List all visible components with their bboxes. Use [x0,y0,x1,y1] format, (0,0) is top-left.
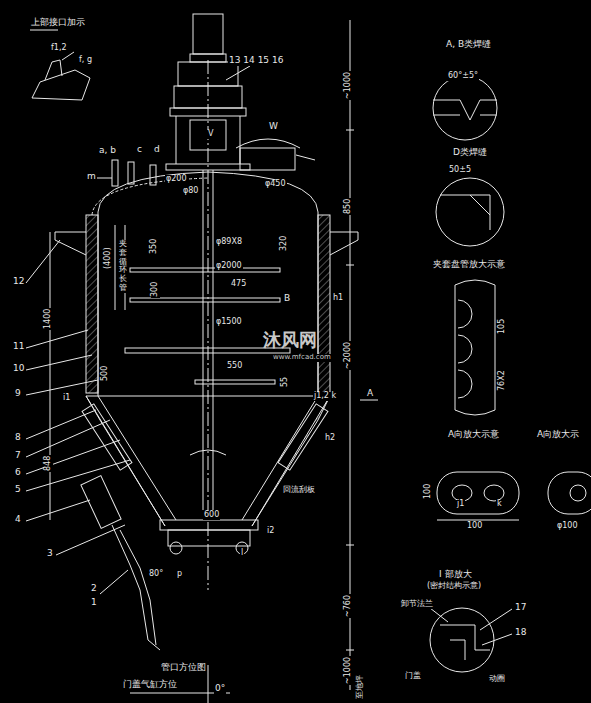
nozzle-tag: h1 [332,294,344,303]
callout-number: 2 [90,584,98,594]
nozzle-tag: d [153,145,161,155]
dimension: φ80 [182,187,199,196]
callout-number: 11 [12,342,25,352]
dimension: φ200 [165,175,188,184]
nozzle-tag: a, b [98,146,117,156]
watermark: www.mfcad.com [272,354,332,362]
callout-number: 17 [514,603,527,613]
note: 管口方位图 [160,663,207,673]
nozzle-tag: l [240,549,244,558]
detail-title: A向放大示意 [447,430,500,440]
dimension: 320 [280,235,289,252]
callout-number: 6 [14,468,22,478]
dimension: 76X2 [498,369,507,392]
nozzle-tag: f, g [78,56,93,65]
dimension: φ89X8 [215,238,243,247]
dimension: 100 [466,522,483,531]
dimension: 848 [44,455,53,472]
dimension: ~1000 [344,656,353,685]
watermark: 沐风网 [262,330,318,350]
callout-number: 1 [90,598,98,608]
nozzle-tag: k [496,500,503,509]
dimension: φ2000 [215,262,243,271]
dimension: 500 [101,365,110,382]
nozzle-tag: j1 [456,500,465,509]
note: (密封结构示意) [426,582,482,591]
callout-number: 12 [12,277,25,287]
callout-number: 13 14 15 16 [228,56,284,66]
note: 门盖气缸方位 [122,680,178,690]
part-name: 卸节法兰 [400,600,434,609]
dimension: 80° [148,570,164,579]
dimension: 100 [424,483,433,500]
detail-title: 夹套盘管放大示意 [432,260,506,270]
dimension: φ450 [264,180,287,189]
dimension: 50±5 [448,166,472,175]
callout-number: 10 [12,364,25,374]
nozzle-tag: i1 [62,394,71,403]
nozzle-tag: h2 [324,434,336,443]
dimension: 300 [151,281,160,298]
nozzle-tag: m [86,172,97,182]
dimension: ~1000 [344,71,353,100]
dimension: φ1500 [215,318,243,327]
nozzle-tag: c [136,145,143,155]
detail-title: I 部放大 [438,570,473,580]
dimension: 350 [150,238,159,255]
note: 至地坪 [356,674,365,700]
dimension: 600 [203,511,220,520]
callout-number: 5 [14,485,22,495]
dimension: ~2000 [344,341,353,370]
dimension: 550 [226,362,243,371]
view-mark: A [366,389,374,399]
dimension: 55 [281,376,290,388]
dimension: 60°±5° [447,72,479,81]
dimension: ~760 [344,594,353,618]
dimension: 1400 [44,308,53,330]
vertical-note: 夹套循环长管 [118,240,128,293]
callout-number: 8 [14,433,22,443]
callout-number: 18 [514,628,527,638]
nozzle-tag: p [176,570,183,579]
nozzle-tag: V [207,130,214,139]
section-mark: B [283,294,291,304]
note: 上部接口加示 [30,18,86,28]
callout-number: 3 [46,549,54,559]
callout-number: 7 [14,451,22,461]
detail-title: A向放大示 [536,430,580,440]
nozzle-tag: f1,2 [50,44,68,53]
dimension: 475 [230,280,247,289]
detail-title: D类焊缝 [452,148,488,158]
nozzle-tag: i2 [266,527,275,536]
callout-number: 9 [14,389,22,399]
part-name: 回流刮板 [282,486,316,495]
nozzle-tag: W [268,122,279,132]
dimension: 850 [344,198,353,215]
dimension: 105 [498,318,507,335]
dimension: 0° [214,684,226,694]
dimension: φ100 [556,522,579,531]
detail-title: A, B类焊缝 [445,40,492,50]
callout-number: 4 [14,515,22,525]
dimension: (400) [104,246,113,270]
part-name: 动圈 [488,675,506,684]
nozzle-tag: j1,2 k [313,392,337,401]
part-name: 门盖 [404,672,422,681]
